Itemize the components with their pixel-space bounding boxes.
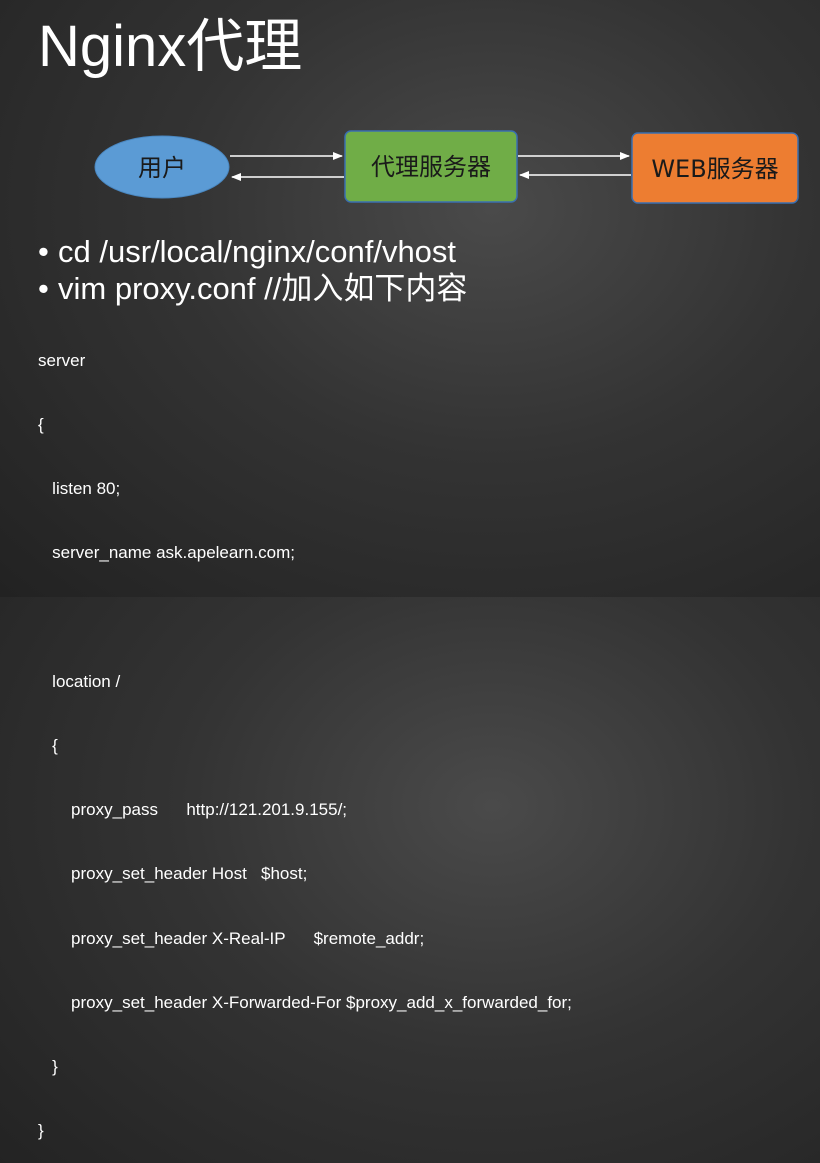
code-line: proxy_set_header X-Forwarded-For $proxy_… bbox=[38, 992, 572, 1012]
code-line: proxy_set_header Host $host; bbox=[38, 864, 308, 884]
bullet-text: vim proxy.conf //加入如下内容 bbox=[58, 271, 468, 306]
nginx-config-code: server { listen 80; server_name ask.apel… bbox=[38, 307, 572, 1163]
bullet-item: •cd /usr/local/nginx/conf/vhost bbox=[38, 234, 457, 269]
code-line: } bbox=[38, 1121, 44, 1141]
node-proxy-server: 代理服务器 bbox=[344, 130, 518, 203]
code-line: } bbox=[38, 1057, 58, 1077]
page-title: Nginx代理 bbox=[38, 14, 303, 79]
node-user: 用户 bbox=[94, 135, 230, 199]
code-line: proxy_set_header X-Real-IP $remote_addr; bbox=[38, 928, 425, 948]
command-bullet-list: •cd /usr/local/nginx/conf/vhost •vim pro… bbox=[38, 233, 467, 307]
code-line bbox=[38, 607, 572, 628]
code-line: location / bbox=[38, 671, 121, 691]
code-line: { bbox=[38, 736, 58, 756]
bullet-item: •vim proxy.conf //加入如下内容 bbox=[38, 271, 468, 306]
code-line: { bbox=[38, 415, 44, 435]
proxy-flow-diagram: 用户 代理服务器 WEB服务器 bbox=[94, 130, 799, 204]
node-user-label: 用户 bbox=[138, 154, 186, 182]
code-line: proxy_pass http://121.201.9.155/; bbox=[38, 800, 348, 820]
code-line: server_name ask.apelearn.com; bbox=[38, 543, 296, 563]
node-web-server-label: WEB服务器 bbox=[651, 155, 778, 183]
code-line: server bbox=[38, 350, 86, 370]
node-web-server: WEB服务器 bbox=[631, 132, 799, 204]
node-proxy-server-label: 代理服务器 bbox=[371, 153, 491, 181]
bullet-text: cd /usr/local/nginx/conf/vhost bbox=[58, 234, 457, 269]
code-line: listen 80; bbox=[38, 479, 121, 499]
